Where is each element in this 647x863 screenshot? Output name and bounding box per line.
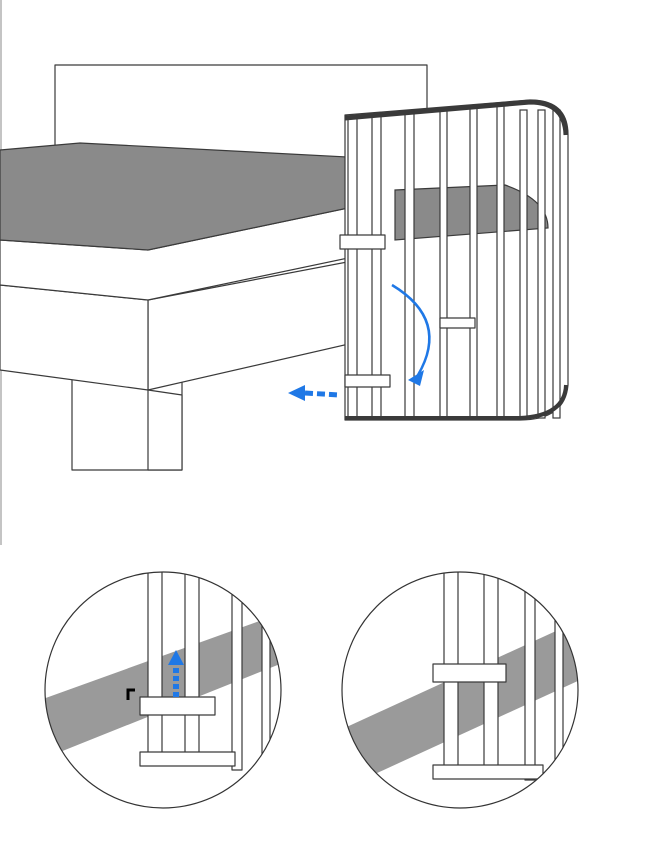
crib-bar: [537, 109, 546, 419]
crib-bar: [552, 109, 561, 419]
detail-circle-after: [341, 571, 579, 809]
bed-frame-front: [0, 284, 149, 391]
crib-bar: [371, 115, 382, 419]
upper-bracket: [339, 234, 386, 250]
crib-bar: [439, 109, 448, 419]
crib-bar: [519, 109, 528, 419]
lower-bracket: [344, 374, 391, 388]
curved-arrow-icon: [391, 283, 431, 376]
crib-bar: [469, 107, 478, 419]
detail-circle-before: [44, 571, 282, 809]
dashed-left-arrow-icon: [288, 385, 305, 401]
bedside-crib: [339, 99, 569, 421]
crib-bar: [496, 105, 505, 419]
crib-bar: [347, 117, 358, 419]
crib-bar: [404, 112, 415, 419]
